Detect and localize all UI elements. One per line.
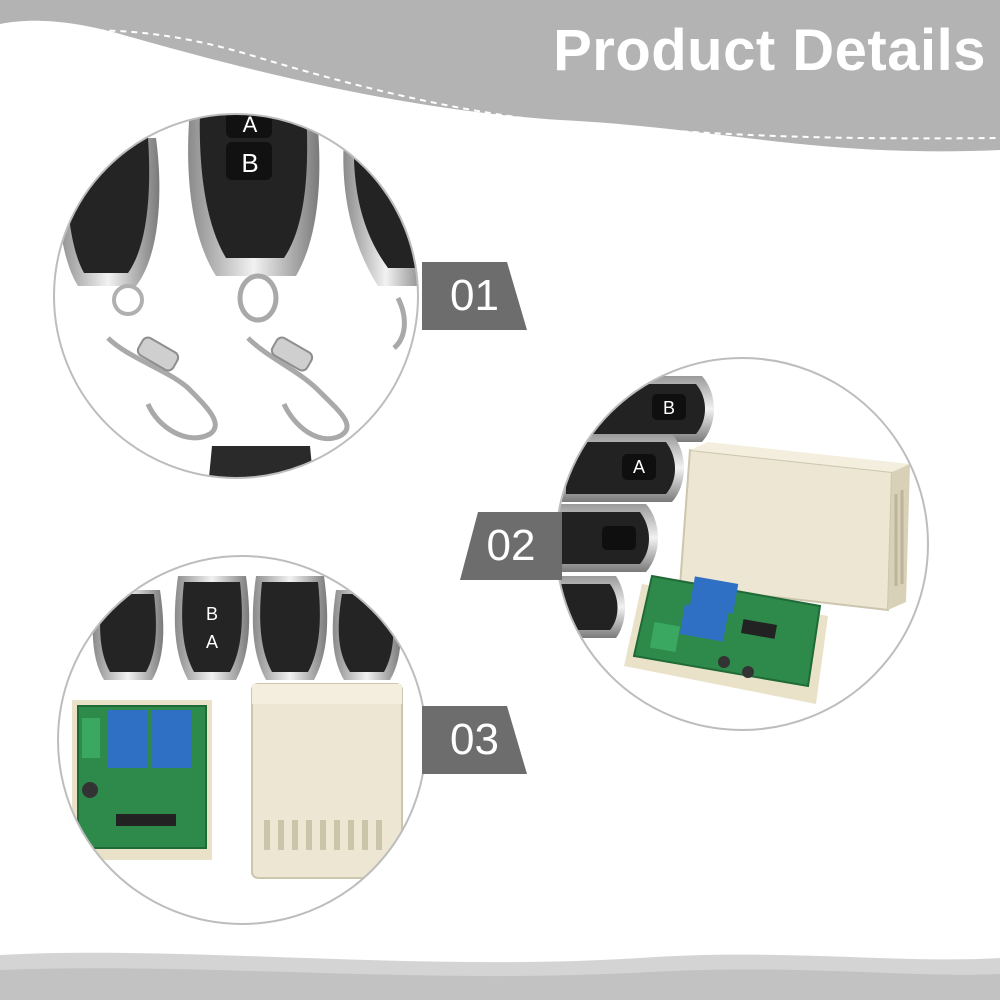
detail-tag-01: 01 <box>422 262 527 330</box>
detail-tag-02: 02 <box>460 512 562 580</box>
product-photo-3: B A <box>57 555 427 925</box>
plastic-enclosure <box>251 683 403 879</box>
product-photo-2: B A <box>555 357 929 731</box>
key-fob-center <box>188 114 320 276</box>
plastic-case <box>678 442 910 612</box>
button-letter: B <box>241 148 258 178</box>
remote-stack <box>556 376 714 638</box>
button-letter: A <box>206 632 218 652</box>
button-letter: B <box>663 398 675 418</box>
relay-board <box>624 574 828 704</box>
page-title: Product Details <box>553 18 986 83</box>
detail-number: 02 <box>486 521 536 570</box>
detail-number: 03 <box>450 715 499 764</box>
button-letter: A <box>243 112 258 137</box>
keychain-clips <box>106 273 407 442</box>
product-photo-1: A B <box>53 112 419 479</box>
detail-number: 01 <box>450 271 499 320</box>
button-letter: A <box>633 457 645 477</box>
button-letter: B <box>206 604 218 624</box>
detail-tag-03: 03 <box>422 706 527 774</box>
relay-board <box>72 700 212 860</box>
